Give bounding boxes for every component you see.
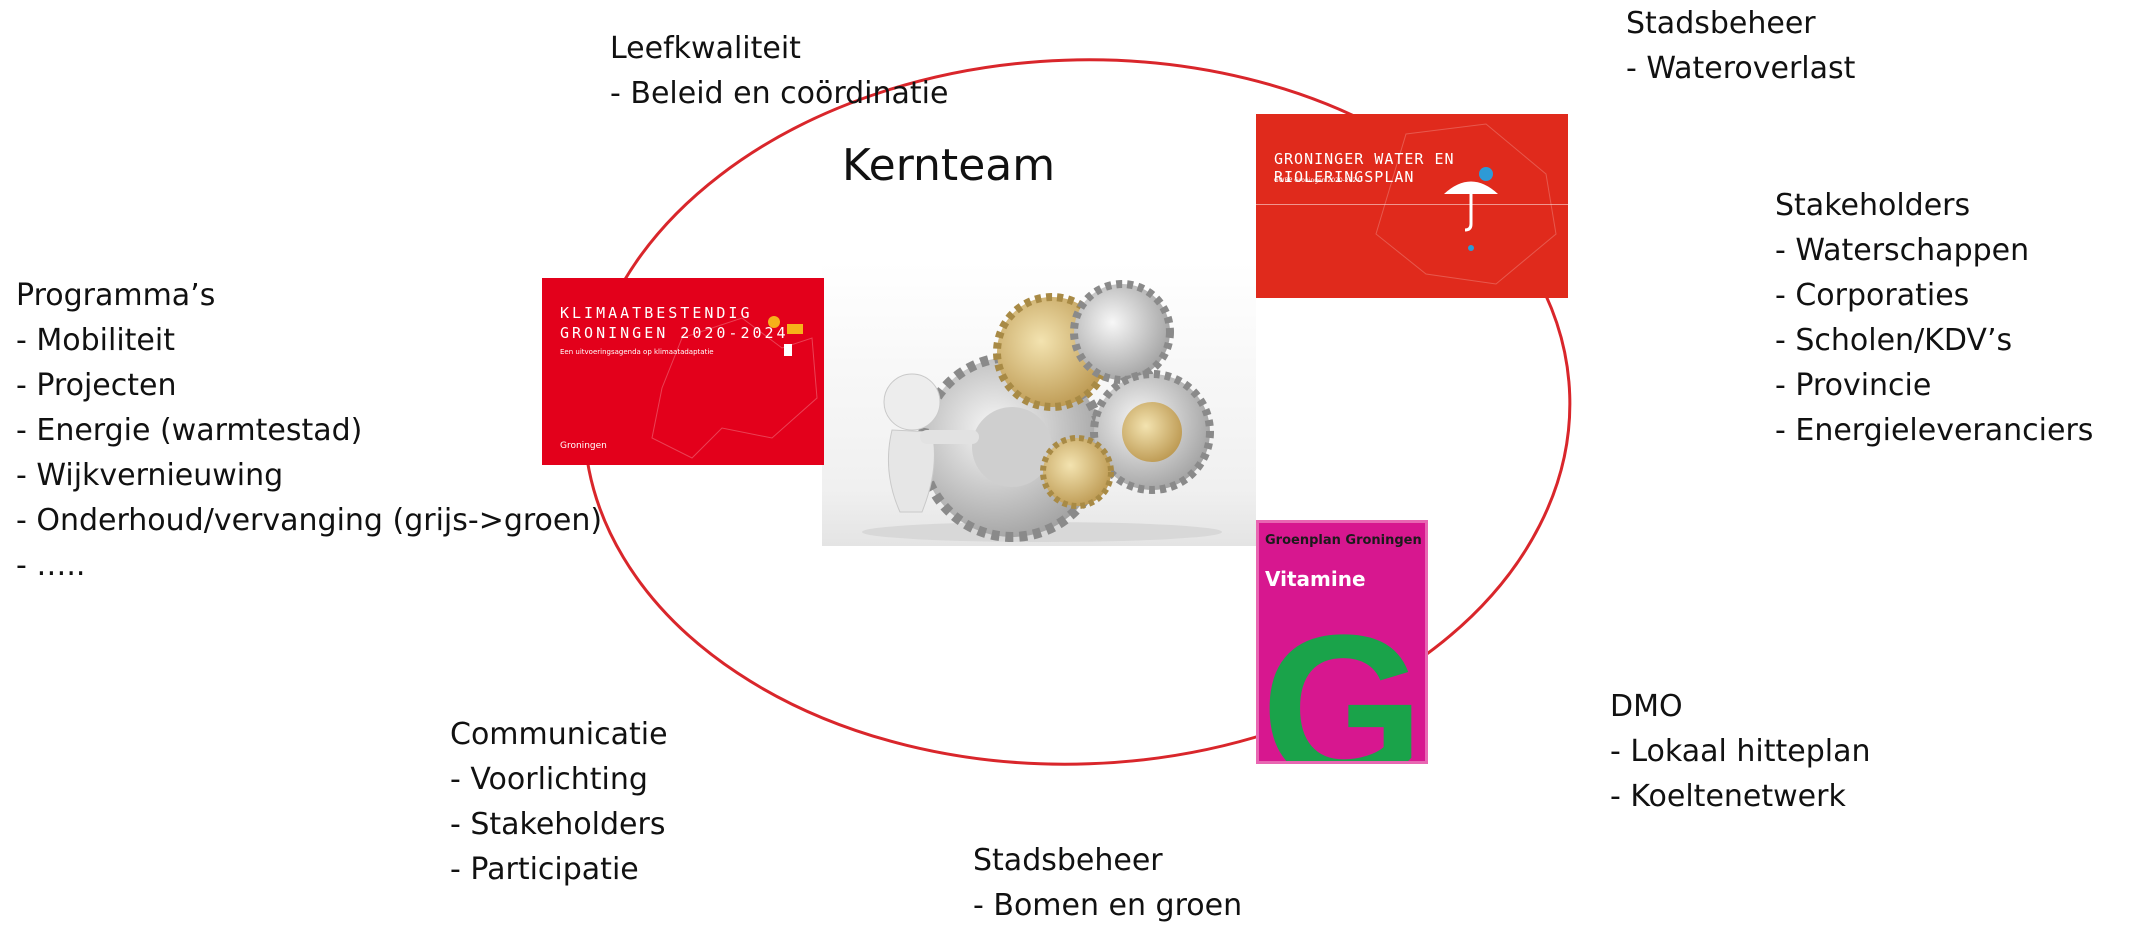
group-item: - Lokaal hitteplan xyxy=(1610,734,1871,769)
group-item: - Bomen en groen xyxy=(973,888,1243,923)
klimaat-title-line2: GRONINGEN 2020-2024 xyxy=(560,324,789,342)
group-heading: Communicatie xyxy=(450,717,668,752)
group-item: - Corporaties xyxy=(1775,278,1970,313)
group-heading: Stakeholders xyxy=(1775,188,1971,223)
group-heading: Stadsbeheer xyxy=(1626,6,1816,41)
gears-figure-icon xyxy=(822,262,1256,546)
group-heading: Leefkwaliteit xyxy=(610,31,801,66)
group-item: - Koeltenetwerk xyxy=(1610,779,1846,814)
groenplan-title: Vitamine xyxy=(1265,567,1366,591)
groenplan-cover: Groenplan Groningen Vitamine G xyxy=(1256,520,1428,764)
group-item: - Voorlichting xyxy=(450,762,648,797)
umbrella-icon xyxy=(1444,167,1498,251)
group-item: - Mobiliteit xyxy=(16,323,175,358)
group-item: - Participatie xyxy=(450,852,639,887)
group-item: - Wijkvernieuwing xyxy=(16,458,284,493)
group-item: - Energieleveranciers xyxy=(1775,413,2094,448)
group-item: - Waterschappen xyxy=(1775,233,2030,268)
group-item: - Energie (warmtestad) xyxy=(16,413,363,448)
water-subtitle: GWRP Groningen 2020-2024 xyxy=(1274,177,1361,184)
kernteam-title: Kernteam xyxy=(842,140,1056,191)
group-heading: DMO xyxy=(1610,689,1683,724)
group-stadsbeheer-top: Stadsbeheer - Wateroverlast xyxy=(1626,1,1855,91)
group-item: - Projecten xyxy=(16,368,177,403)
group-heading: Programma’s xyxy=(16,278,216,313)
group-item: - Scholen/KDV’s xyxy=(1775,323,2013,358)
group-communicatie: Communicatie - Voorlichting - Stakeholde… xyxy=(450,712,668,892)
group-item: - Onderhoud/vervanging (grijs->groen) xyxy=(16,503,603,538)
group-item: - Wateroverlast xyxy=(1626,51,1856,86)
group-item: - Provincie xyxy=(1775,368,1932,403)
group-heading: Stadsbeheer xyxy=(973,843,1163,878)
groenplan-letter: G xyxy=(1261,613,1424,763)
klimaat-cover: KLIMAATBESTENDIG GRONINGEN 2020-2024 Een… xyxy=(542,278,824,465)
group-dmo: DMO - Lokaal hitteplan - Koeltenetwerk xyxy=(1610,684,1871,819)
group-leefkwaliteit: Leefkwaliteit - Beleid en coördinatie xyxy=(610,26,948,116)
group-programmas: Programma’s - Mobiliteit - Projecten - E… xyxy=(16,273,602,588)
group-item: - Stakeholders xyxy=(450,807,666,842)
group-item: - ….. xyxy=(16,548,86,583)
group-stakeholders: Stakeholders - Waterschappen - Corporati… xyxy=(1775,183,2093,453)
water-title: GRONINGER WATER EN RIOLERINGSPLAN xyxy=(1274,150,1455,186)
group-stadsbeheer-bottom: Stadsbeheer - Bomen en groen xyxy=(973,838,1242,928)
water-divider xyxy=(1256,204,1568,205)
group-item: - Beleid en coördinatie xyxy=(610,76,949,111)
groenplan-brand: Groenplan Groningen xyxy=(1265,533,1422,548)
klimaat-logo: Groningen xyxy=(560,441,607,451)
water-cover: GRONINGER WATER EN RIOLERINGSPLAN GWRP G… xyxy=(1256,114,1568,298)
klimaat-title-line1: KLIMAATBESTENDIG xyxy=(560,304,753,322)
klimaat-subtitle: Een uitvoeringsagenda op klimaatadaptati… xyxy=(560,348,714,356)
